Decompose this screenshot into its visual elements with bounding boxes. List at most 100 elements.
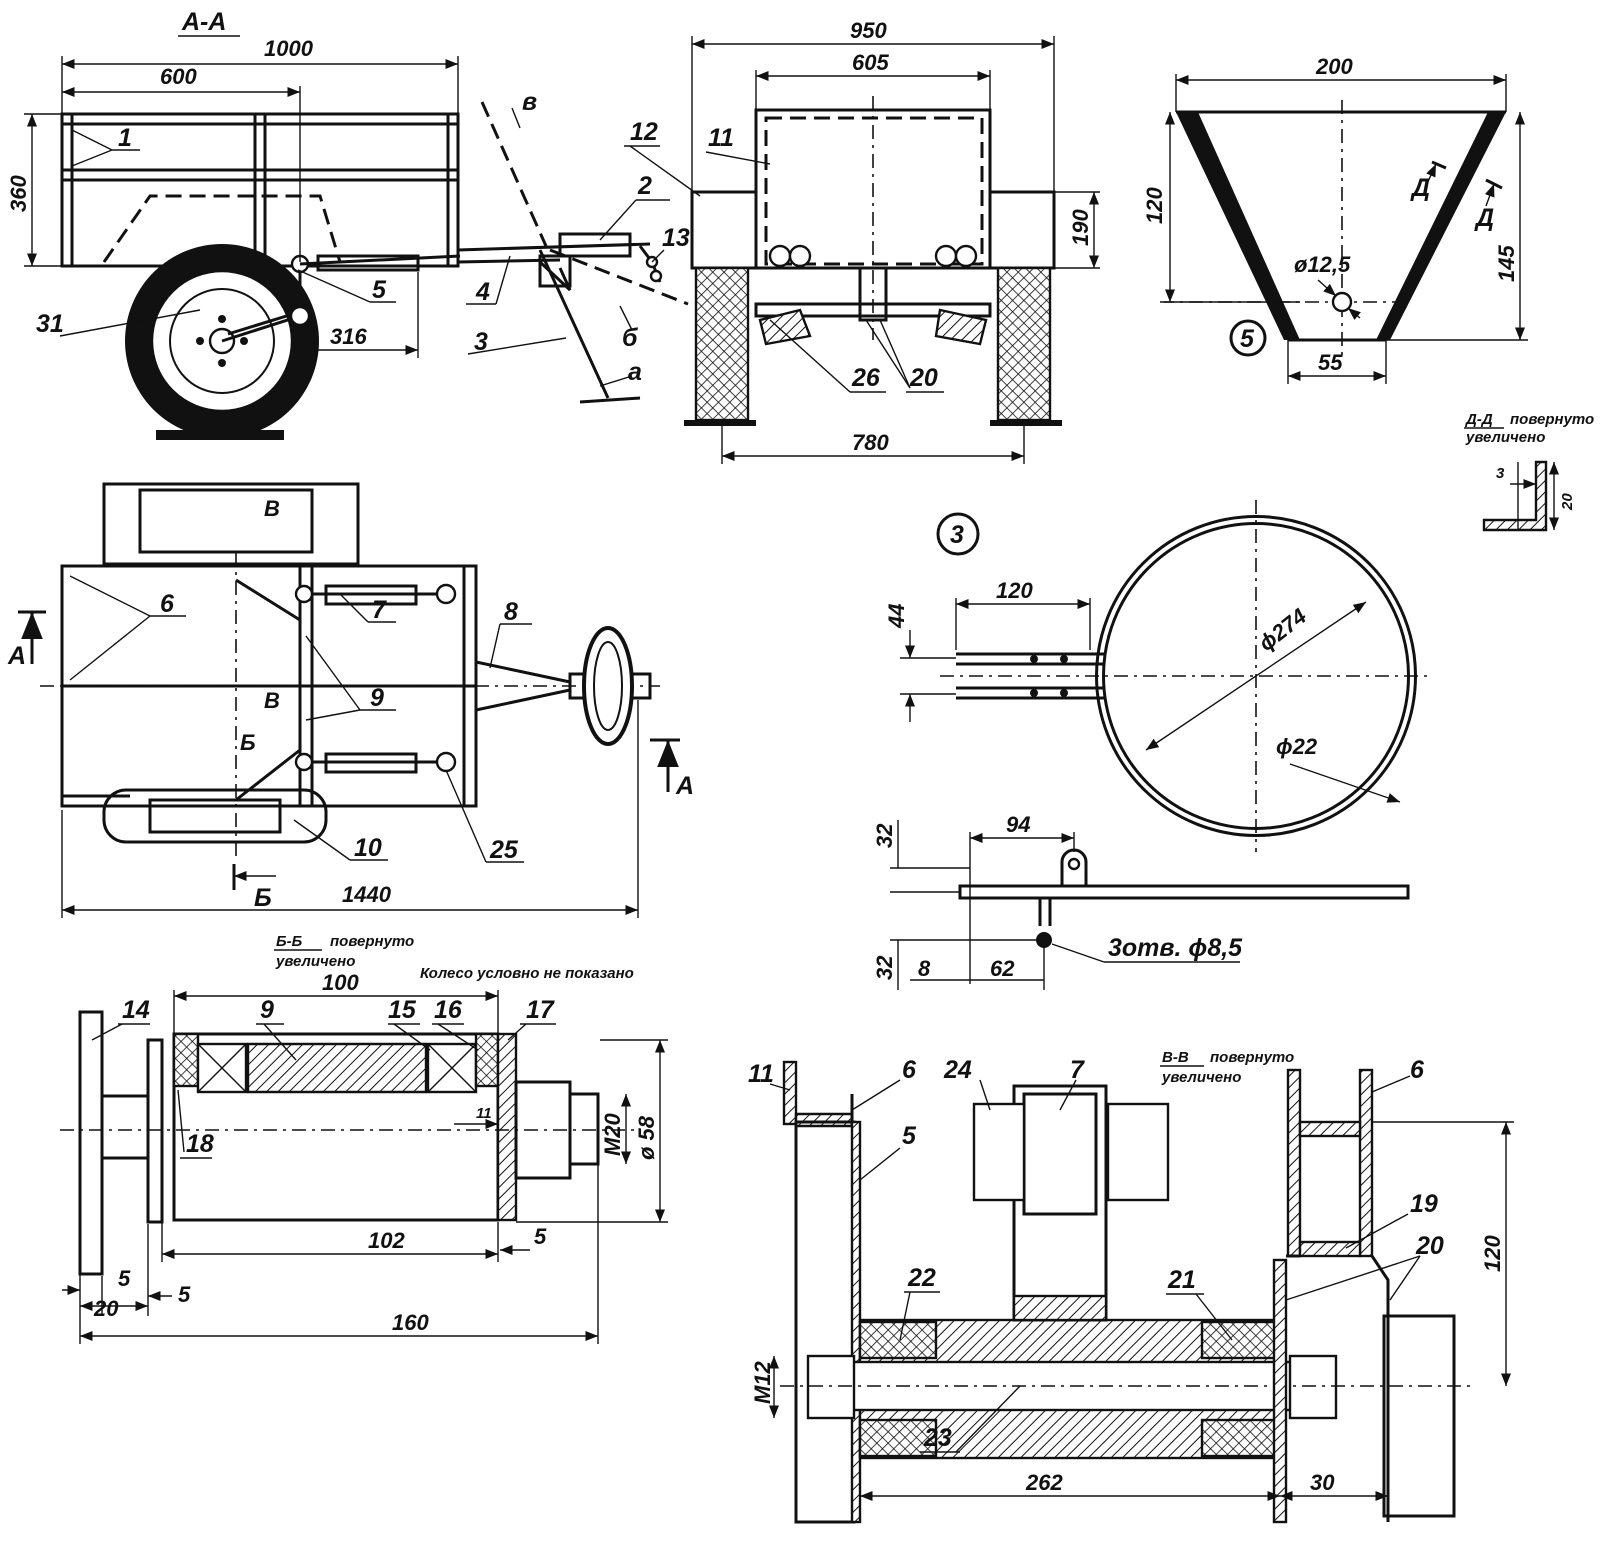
callout-24: 24	[943, 1056, 972, 1084]
dim-5a: 5	[118, 1266, 131, 1291]
callout-18: 18	[186, 1130, 214, 1158]
callout-31: 31	[36, 310, 64, 338]
dd-label: Д-Д	[1464, 411, 1493, 428]
dim-62: 62	[990, 956, 1015, 981]
dim-160: 160	[392, 1310, 429, 1335]
callout-20-vv: 20	[1415, 1232, 1444, 1260]
callout-23: 23	[923, 1424, 952, 1452]
callout-12: 12	[630, 118, 658, 146]
dim-hole: ø12,5	[1294, 252, 1351, 277]
dim-1440: 1440	[342, 882, 392, 907]
cut-d-left: Д	[1410, 174, 1430, 202]
callout-4: 4	[475, 278, 490, 306]
mark-v-mid: В	[264, 688, 280, 713]
dim-190: 190	[1068, 209, 1093, 246]
dim-600: 600	[160, 64, 197, 89]
vv-note: повернуто	[1210, 1049, 1294, 1066]
dim-145: 145	[1494, 245, 1519, 282]
callout-8: 8	[504, 598, 518, 626]
cut-d-right: Д	[1474, 204, 1494, 232]
section-dd: Д-Д повернуто увеличено 20 3	[1464, 411, 1594, 532]
callout-25: 25	[489, 836, 519, 864]
wheel-note: Колесо условно не показано	[420, 965, 634, 982]
bb-label: Б-Б	[276, 933, 303, 950]
callout-11: 11	[708, 124, 734, 152]
bb-note2: увеличено	[275, 953, 355, 970]
dim-200: 200	[1315, 54, 1353, 79]
vv-note2: увеличено	[1161, 1069, 1241, 1086]
dim-5c: 5	[534, 1224, 547, 1249]
callout-16: 16	[434, 996, 463, 1024]
callout-a: а	[628, 358, 642, 386]
detail-5-label: 5	[1240, 325, 1255, 353]
dim-32a: 32	[872, 823, 897, 848]
callout-15: 15	[388, 996, 417, 1024]
mark-b-top: Б	[240, 730, 256, 755]
callout-3: 3	[474, 328, 488, 356]
dim-32b: 32	[872, 955, 897, 980]
mark-b-bottom: Б	[254, 884, 272, 912]
callout-6: 6	[160, 590, 175, 618]
callout-7: 7	[372, 596, 387, 624]
dd-dim-3: 3	[1496, 465, 1505, 482]
dim-316: 316	[330, 324, 367, 349]
callout-11-vv: 11	[748, 1060, 774, 1088]
dim-102: 102	[368, 1228, 405, 1253]
callout-2: 2	[637, 172, 652, 200]
mark-a-right: А	[675, 772, 694, 800]
callout-10: 10	[354, 834, 382, 862]
callout-5: 5	[372, 276, 387, 304]
dim-94: 94	[1006, 812, 1030, 837]
dim-22: ϕ22	[1276, 734, 1318, 759]
dim-20-bb: 20	[93, 1296, 119, 1321]
hopper-detail: Д Д 200 120 145 55 ø12,5 5	[1142, 54, 1528, 384]
dd-dim-20: 20	[1559, 493, 1576, 511]
detail-3-label: 3	[950, 521, 964, 549]
mark-a-left: А	[7, 642, 26, 670]
dim-5b: 5	[178, 1282, 191, 1307]
section-aa-label: А-А	[181, 8, 226, 36]
dim-274: ϕ274	[1254, 603, 1311, 656]
callout-21: 21	[1167, 1266, 1196, 1294]
callout-1: 1	[118, 124, 132, 152]
dim-m20: M20	[600, 1112, 625, 1156]
dim-120: 120	[1142, 187, 1167, 224]
dim-605: 605	[852, 50, 889, 75]
dim-1000: 1000	[264, 36, 314, 61]
callout-14: 14	[122, 996, 150, 1024]
dim-44: 44	[884, 604, 909, 629]
callout-v: в	[522, 88, 537, 116]
dim-58: ø 58	[634, 1115, 659, 1160]
callout-19: 19	[1410, 1190, 1438, 1218]
dim-262: 262	[1025, 1470, 1063, 1495]
front-view: 950 605 190 780 11 12 26 20	[624, 18, 1100, 464]
callout-22: 22	[907, 1264, 936, 1292]
dim-11: 11	[476, 1105, 492, 1122]
dim-360: 360	[6, 175, 31, 212]
bb-note: повернуто	[330, 933, 414, 950]
mark-v-top: В	[264, 496, 280, 521]
dim-holes: 3отв. ϕ8,5	[1108, 934, 1243, 962]
dd-note: повернуто	[1510, 411, 1594, 428]
callout-9: 9	[370, 684, 384, 712]
callout-b: б	[622, 324, 639, 352]
dim-30: 30	[1310, 1470, 1335, 1495]
dim-vv-120: 120	[1480, 1235, 1505, 1272]
dd-note2: увеличено	[1465, 429, 1545, 446]
side-view: А-А	[6, 8, 690, 440]
vv-label: В-В	[1162, 1049, 1189, 1066]
callout-5-vv: 5	[902, 1122, 917, 1150]
callout-20: 20	[909, 364, 938, 392]
dim-55: 55	[1318, 350, 1343, 375]
section-bb: Б-Б повернуто увеличено Колесо условно н…	[60, 933, 668, 1344]
plan-view: А А Б Б В В 1440 6 7 8 9 10 25	[7, 482, 694, 918]
ring-detail: 3 120 44 ϕ274 ϕ22 94 32 32 8 62	[872, 500, 1430, 990]
callout-9-bb: 9	[260, 996, 274, 1024]
detail-3-circle	[936, 512, 980, 556]
dim-8: 8	[918, 956, 931, 981]
section-vv: В-В повернуто увеличено	[748, 1049, 1514, 1524]
callout-7-vv: 7	[1070, 1056, 1085, 1084]
callout-13: 13	[662, 224, 690, 252]
callout-17: 17	[526, 996, 555, 1024]
dim-950: 950	[850, 18, 887, 43]
